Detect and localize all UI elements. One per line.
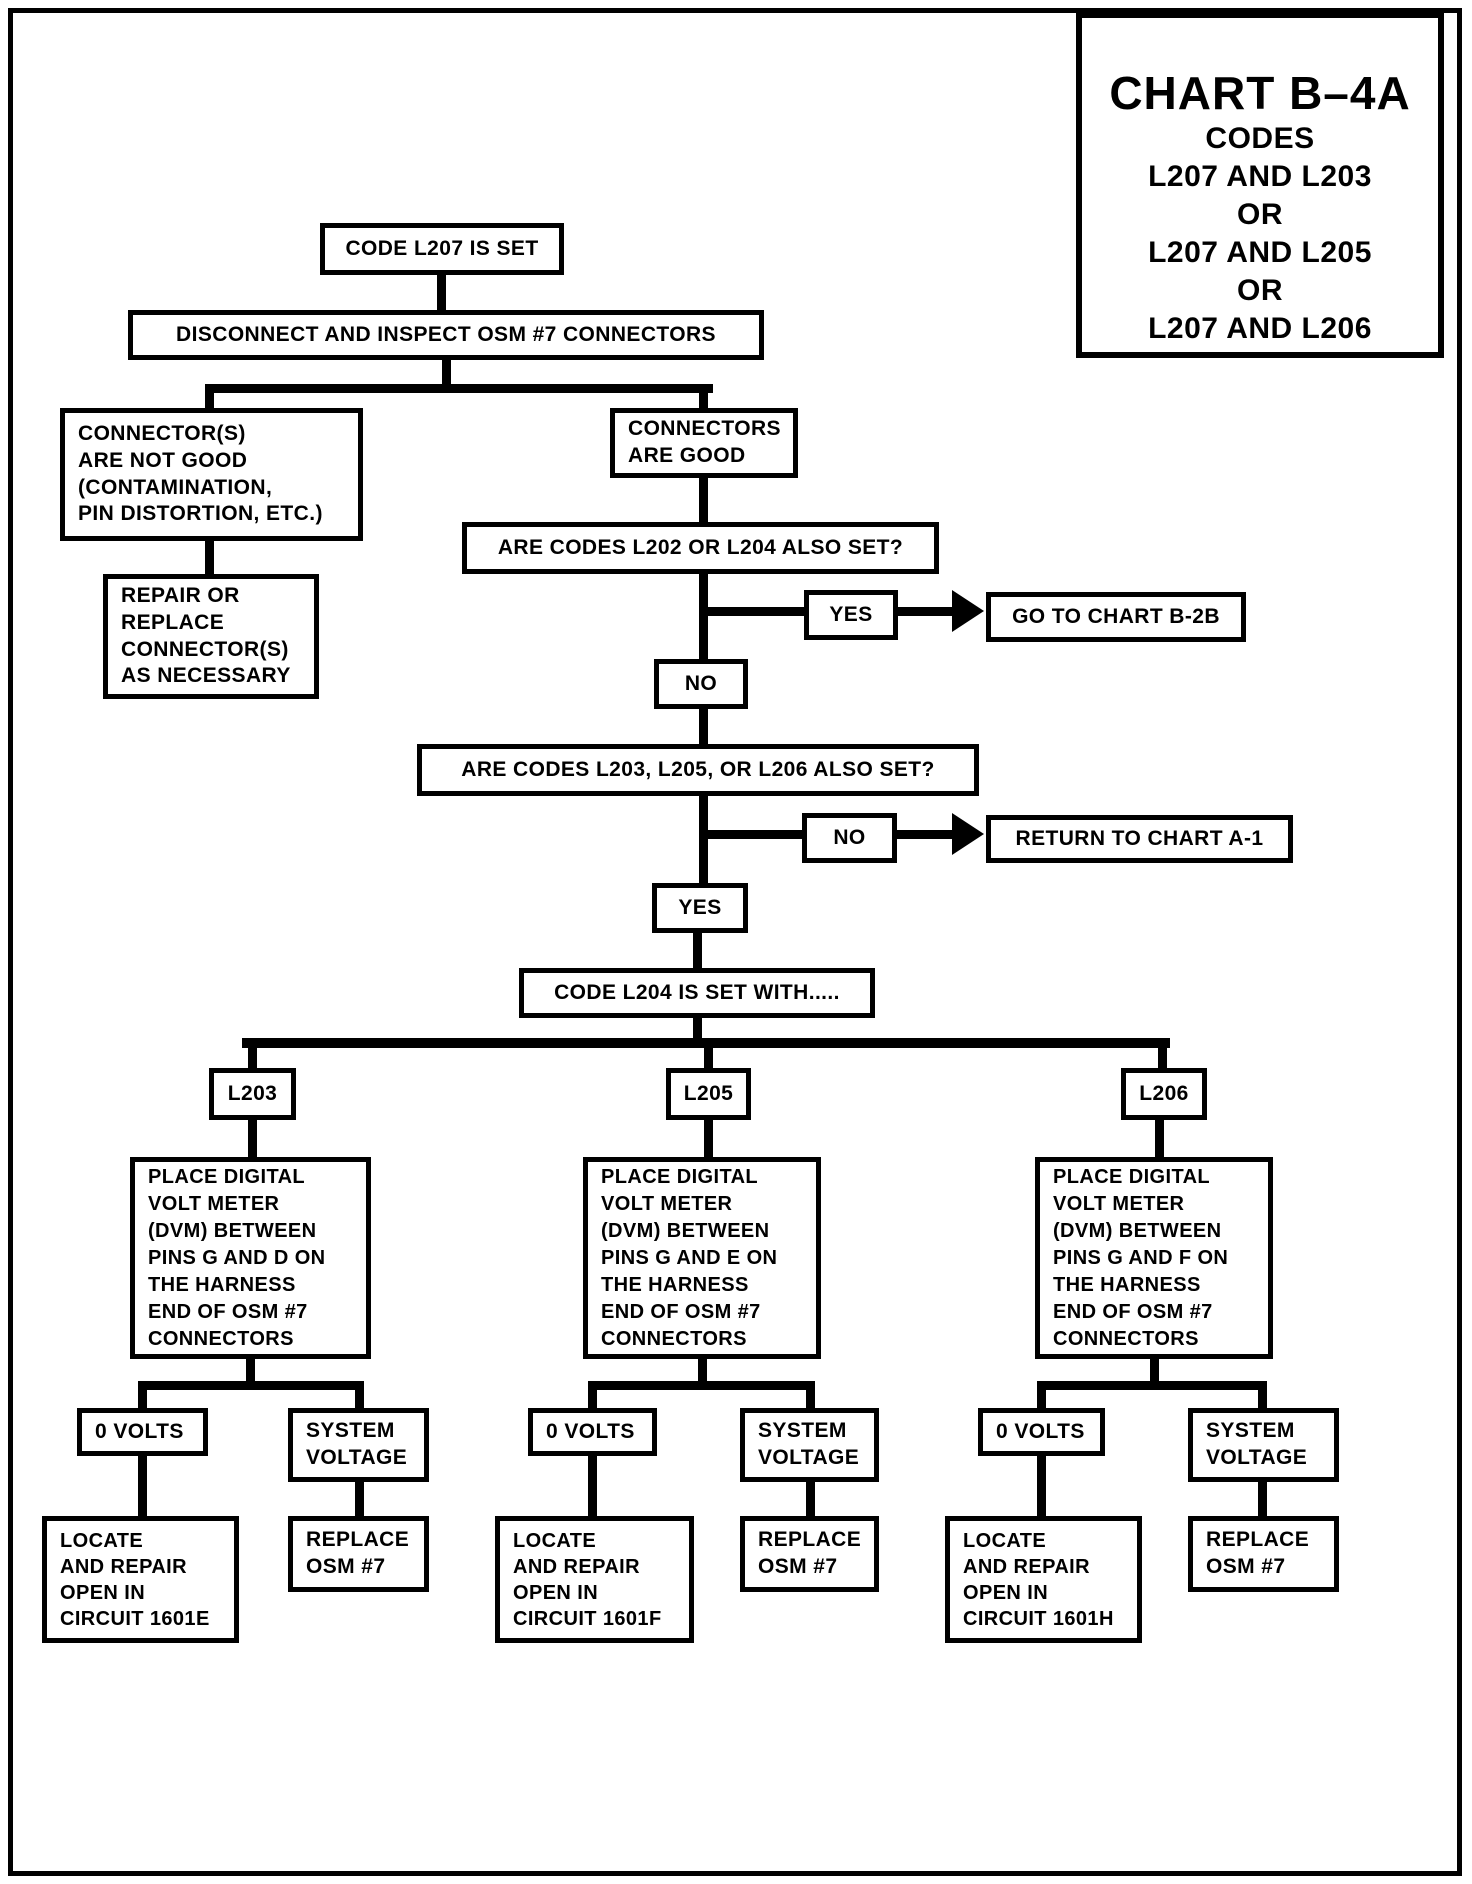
node-locate-repair-1601e: LOCATE AND REPAIR OPEN IN CIRCUIT 1601E [42,1516,239,1643]
connector-line [205,536,214,576]
node-0-volts: 0 VOLTS [77,1408,208,1456]
connector-line [693,1016,702,1044]
connector-line [248,1040,257,1070]
chart-title: CHART B–4A [1109,67,1411,119]
connector-line [897,830,954,839]
title-box: CHART B–4A CODES L207 AND L203 OR L207 A… [1076,12,1444,358]
node-disconnect-inspect-osm7: DISCONNECT AND INSPECT OSM #7 CONNECTORS [128,310,764,360]
node-code-l207-is-set: CODE L207 IS SET [320,223,564,275]
connector-line [1258,1381,1267,1410]
arrow-right-icon [952,590,984,632]
node-locate-repair-1601h: LOCATE AND REPAIR OPEN IN CIRCUIT 1601H [945,1516,1142,1643]
connector-line [248,1118,257,1159]
connector-line [806,1480,815,1518]
title-subtitle-line: L207 AND L206 [1148,312,1372,345]
node-replace-osm7: REPLACE OSM #7 [740,1516,879,1592]
connector-line [1258,1480,1267,1518]
connector-line [205,384,214,410]
connector-line [246,1357,255,1385]
node-code-l206: L206 [1121,1068,1207,1120]
node-replace-osm7: REPLACE OSM #7 [1188,1516,1339,1592]
title-subtitle-line: L207 AND L205 [1148,236,1372,269]
node-dvm-pins-g-d: PLACE DIGITAL VOLT METER (DVM) BETWEEN P… [130,1157,371,1359]
connector-line [806,1381,815,1410]
node-goto-chart-b2b: GO TO CHART B-2B [986,592,1246,642]
connector-line [699,476,708,524]
node-system-voltage: SYSTEM VOLTAGE [288,1408,429,1482]
node-return-chart-a1: RETURN TO CHART A-1 [986,815,1293,863]
title-subtitle-line: L207 AND L203 [1148,160,1372,193]
connector-line [699,707,708,746]
node-no-1: NO [654,659,748,709]
node-dvm-pins-g-e: PLACE DIGITAL VOLT METER (DVM) BETWEEN P… [583,1157,821,1359]
node-system-voltage: SYSTEM VOLTAGE [740,1408,879,1482]
connector-line [442,358,451,388]
node-connectors-not-good: CONNECTOR(S) ARE NOT GOOD (CONTAMINATION… [60,408,363,541]
node-0-volts: 0 VOLTS [978,1408,1105,1456]
connector-line [698,1357,707,1385]
node-system-voltage: SYSTEM VOLTAGE [1188,1408,1339,1482]
connector-line [704,1118,713,1159]
connector-line [588,1381,815,1390]
connector-line [693,931,702,970]
connector-line [1150,1357,1159,1385]
connector-line [1037,1381,1046,1410]
title-subtitle-line: OR [1237,198,1283,231]
connector-line [588,1454,597,1518]
node-question-l202-l204: ARE CODES L202 OR L204 ALSO SET? [462,522,939,574]
node-connectors-are-good: CONNECTORS ARE GOOD [610,408,798,478]
arrow-right-icon [952,813,984,855]
connector-line [703,607,804,616]
node-replace-osm7: REPLACE OSM #7 [288,1516,429,1592]
node-yes-2: YES [652,883,748,933]
connector-line [1037,1381,1267,1390]
node-repair-replace-connectors: REPAIR OR REPLACE CONNECTOR(S) AS NECESS… [103,574,319,699]
node-no-2: NO [802,813,897,863]
node-dvm-pins-g-f: PLACE DIGITAL VOLT METER (DVM) BETWEEN P… [1035,1157,1273,1359]
title-subtitle-line: OR [1237,274,1283,307]
connector-line [1155,1118,1164,1159]
connector-line [437,273,446,312]
connector-line [138,1381,364,1390]
title-subtitle-line: CODES [1205,122,1315,155]
connector-line [898,607,954,616]
connector-line [1037,1454,1046,1518]
connector-line [704,1040,713,1070]
node-yes-1: YES [804,590,898,640]
connector-line [703,830,802,839]
connector-line [699,572,708,661]
node-question-l203-l205-l206: ARE CODES L203, L205, OR L206 ALSO SET? [417,744,979,796]
page-border [8,8,1462,1876]
node-locate-repair-1601f: LOCATE AND REPAIR OPEN IN CIRCUIT 1601F [495,1516,694,1643]
connector-line [699,794,708,885]
connector-line [699,384,708,410]
connector-line [355,1480,364,1518]
connector-line [1158,1040,1167,1070]
connector-line [588,1381,597,1410]
connector-line [138,1454,147,1518]
node-code-l204-set-with: CODE L204 IS SET WITH..... [519,968,875,1018]
connector-line [205,384,713,393]
node-0-volts: 0 VOLTS [528,1408,657,1456]
node-code-l203: L203 [209,1068,296,1120]
node-code-l205: L205 [666,1068,751,1120]
connector-line [355,1381,364,1410]
connector-line [138,1381,147,1410]
